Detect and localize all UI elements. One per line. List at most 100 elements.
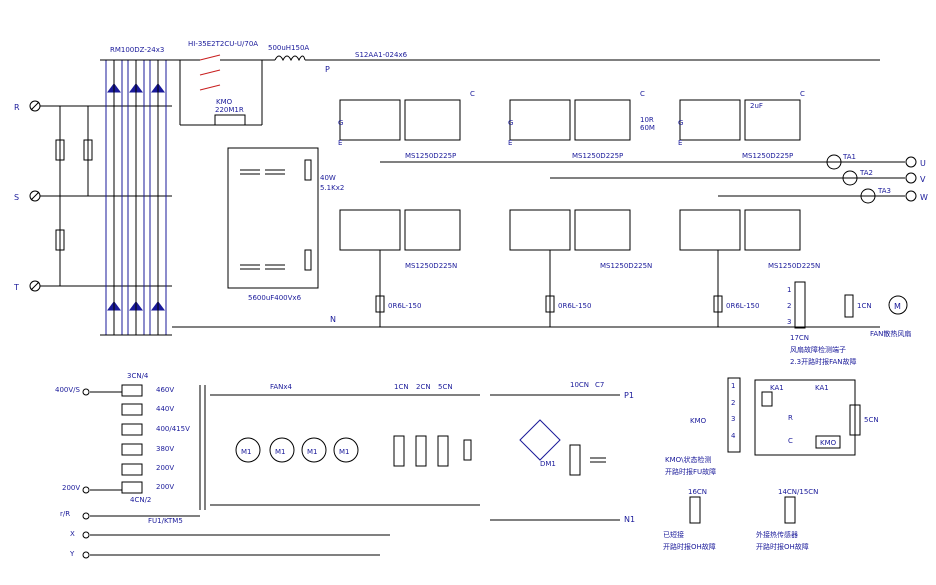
terminal-r-label: R bbox=[14, 103, 20, 112]
kmo-pin-4: 4 bbox=[731, 432, 736, 440]
rectifier-bridge: RM100DZ-24x3 bbox=[100, 46, 172, 336]
capacitor-bank: 40W 5.1Kx2 5600uF400Vx6 bbox=[227, 147, 344, 302]
fan-motor-icon bbox=[888, 295, 908, 315]
transformer-section: 400V/S 200V 3CN/4 4CN/2 r/R X Y FU1/KTM5… bbox=[55, 372, 390, 559]
ta2-label: TA2 bbox=[859, 169, 873, 177]
motor-3: M1 bbox=[307, 448, 318, 456]
igbt-bottom-row: MS1250D225N MS1250D225N MS1250D225N 0R6L… bbox=[339, 209, 820, 327]
emitter-label-3: E bbox=[678, 139, 682, 147]
output-section: TA1 TA2 TA3 U V W bbox=[380, 153, 928, 204]
tr-input-label: 400V/S bbox=[55, 386, 81, 394]
motor-4: M1 bbox=[339, 448, 350, 456]
kmo-pin-1: 1 bbox=[731, 382, 735, 390]
motor-2: M1 bbox=[275, 448, 286, 456]
kmo-box-label: KMO bbox=[820, 439, 837, 447]
tap-440: 440V bbox=[156, 405, 174, 413]
tap-460: 460V bbox=[156, 386, 174, 394]
bleed-label-1: 40W bbox=[320, 174, 336, 182]
fan4-label: FANx4 bbox=[270, 383, 293, 391]
terminal-v bbox=[905, 172, 917, 184]
shunt-label-1: 0R6L-150 bbox=[388, 302, 421, 310]
tr-200v-label: 200V bbox=[62, 484, 80, 492]
fan-pin-3: 3 bbox=[787, 318, 791, 326]
fan-note-1: 风扇故障检测端子 bbox=[790, 345, 846, 354]
tap-200a: 200V bbox=[156, 464, 174, 472]
dm1-label: DM1 bbox=[540, 460, 556, 468]
fan-motor-label: M bbox=[894, 302, 901, 311]
module-p1-label: MS1250D225P bbox=[405, 152, 456, 160]
cn16-label: 16CN bbox=[688, 488, 707, 496]
cn14-label: 14CN/15CN bbox=[778, 488, 818, 496]
p-node-label: P bbox=[325, 65, 330, 74]
ka1-label-b: KA1 bbox=[815, 384, 829, 392]
fuse-label: FU1/KTM5 bbox=[148, 517, 183, 525]
shunt-label-2: 0R6L-150 bbox=[558, 302, 591, 310]
cn3-label: 3CN/4 bbox=[127, 372, 149, 380]
tap-380: 380V bbox=[156, 445, 174, 453]
module-p3-label: MS1250D225P bbox=[742, 152, 793, 160]
fan-cn-label: 1CN bbox=[857, 302, 872, 310]
n1-label: N1 bbox=[624, 515, 635, 524]
kmo-c-label: C bbox=[788, 437, 793, 445]
rr-label: r/R bbox=[60, 510, 70, 518]
kmo-pin-3: 3 bbox=[731, 415, 735, 423]
fan-conn-label: 17CN bbox=[790, 334, 809, 342]
igbt-top-label: S12AA1-024x6 bbox=[355, 51, 408, 59]
fan-pin-1: 1 bbox=[787, 286, 791, 294]
collector-label-3: C bbox=[800, 90, 805, 98]
p1-label: P1 bbox=[624, 391, 634, 400]
aux-dc-supply: DM1 10CN C7 P1 N1 bbox=[490, 381, 635, 524]
ext-note-1: 外接热传感器 bbox=[756, 530, 798, 539]
collector-label-1: C bbox=[470, 90, 475, 98]
igbt-top-row: G G G E E E C C C 10R 60M 2uF MS1250D225… bbox=[338, 90, 805, 160]
r220-label: 220M1R bbox=[215, 106, 244, 114]
fan-note-2: 2.3开路时报FAN故障 bbox=[790, 357, 857, 366]
bleed-label-2: 5.1Kx2 bbox=[320, 184, 344, 192]
fan-label: FAN散热风扇 bbox=[870, 329, 911, 338]
module-p2-label: MS1250D225P bbox=[572, 152, 623, 160]
collector-label-2: C bbox=[640, 90, 645, 98]
snubber-c-label: 2uF bbox=[750, 102, 763, 110]
choke-label: 500uH150A bbox=[268, 44, 309, 52]
cn5b-label: 5CN bbox=[864, 416, 879, 424]
cn1b-label: 1CN bbox=[394, 383, 409, 391]
fan-pin-2: 2 bbox=[787, 302, 791, 310]
module-n3-label: MS1250D225N bbox=[768, 262, 820, 270]
c7-label: C7 bbox=[595, 381, 604, 389]
kmo-note-2: 开路时报FU故障 bbox=[665, 467, 716, 476]
dc-bus: HI-35E2T2CU-U/70A 500uH150A P N S12AA1-0… bbox=[172, 40, 880, 328]
ka1-label-a: KA1 bbox=[770, 384, 784, 392]
kmo2-label: KMO bbox=[690, 417, 707, 425]
fan-detection: 1 2 3 17CN 1CN M FAN散热风扇 风扇故障检测端子 2.3开路时… bbox=[787, 281, 911, 366]
terminal-u-label: U bbox=[920, 159, 926, 168]
ext-note-2: 开路时报OH故障 bbox=[756, 542, 809, 551]
cn5-label: 5CN bbox=[438, 383, 453, 391]
terminal-v-label: V bbox=[920, 175, 926, 184]
module-n1-label: MS1250D225N bbox=[405, 262, 457, 270]
terminal-w bbox=[905, 190, 917, 202]
short-note-2: 开路时报OH故障 bbox=[663, 542, 716, 551]
fan-control: FANx4 M1 M1 M1 M1 1CN 2CN 5CN bbox=[210, 383, 480, 506]
kmo-detection: 1 2 3 4 KMO KA1 KA1 R C KMO 5CN KMO\状态检测… bbox=[665, 377, 879, 476]
n-node-label: N bbox=[330, 315, 336, 324]
terminal-s-label: S bbox=[14, 193, 19, 202]
module-n2-label: MS1250D225N bbox=[600, 262, 652, 270]
sensor-terminals: 16CN 已短接 开路时报OH故障 14CN/15CN 外接热传感器 开路时报O… bbox=[663, 488, 818, 551]
input-terminals: R S T bbox=[13, 100, 172, 292]
terminal-w-label: W bbox=[920, 193, 928, 202]
rectifier-label: RM100DZ-24x3 bbox=[110, 46, 164, 54]
kmo-r-label: R bbox=[788, 414, 793, 422]
x-label: X bbox=[70, 530, 75, 538]
y-label: Y bbox=[69, 550, 75, 558]
kmo-pin-2: 2 bbox=[731, 399, 735, 407]
tap-200b: 200V bbox=[156, 483, 174, 491]
cn10-label: 10CN bbox=[570, 381, 589, 389]
gate-label-1: G bbox=[338, 119, 343, 127]
snubber-r-label: 10R bbox=[640, 116, 654, 124]
kmo-note-1: KMO\状态检测 bbox=[665, 455, 712, 464]
motor-1: M1 bbox=[241, 448, 252, 456]
ta1-label: TA1 bbox=[842, 153, 856, 161]
snubber-m-label: 60M bbox=[640, 124, 655, 132]
tap-400: 400/415V bbox=[156, 425, 190, 433]
